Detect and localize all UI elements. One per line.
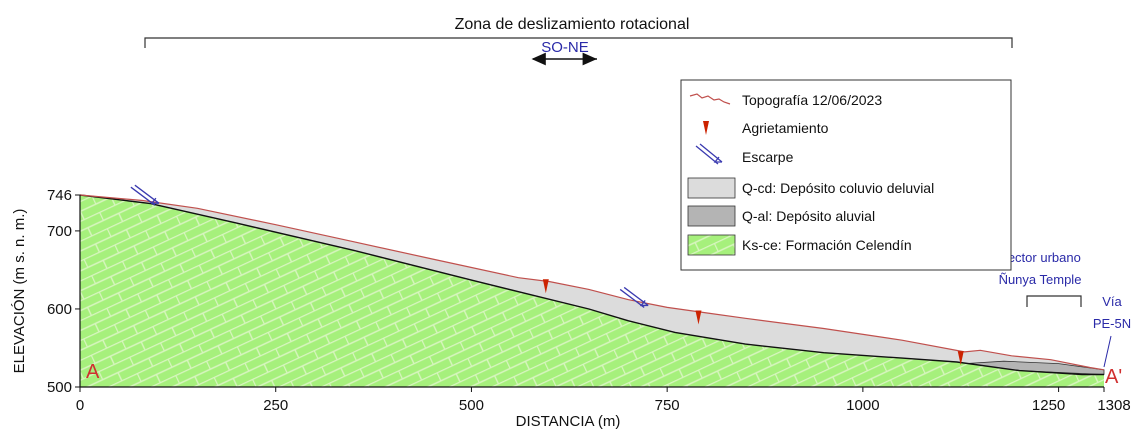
y-tick-label: 700 [47, 223, 72, 240]
scarp-icon-line [699, 143, 723, 163]
legend-celendin-label: Ks-ce: Formación Celendín [742, 237, 912, 253]
topography-line [79, 194, 1105, 371]
x-tick-label: 1250 [1032, 397, 1065, 414]
x-tick-label: 1000 [846, 397, 879, 414]
urban-sector-label-line2: Ñunya Temple [999, 272, 1082, 287]
scarp-marker [130, 184, 160, 206]
scarp-marker [619, 286, 649, 308]
x-tick-label: 250 [263, 397, 288, 414]
road-label-line1: Vía [1102, 294, 1122, 309]
scarp-line [619, 288, 645, 308]
geology-layers [79, 194, 1105, 387]
legend-topography-label: Topografía 12/06/2023 [742, 92, 882, 108]
y-ticks: 500 600 700 746 [47, 187, 80, 396]
legend-colluvial-swatch [687, 177, 736, 199]
scarp-arrowhead [150, 197, 159, 204]
legend: Topografía 12/06/2023 Agrietamiento Esca… [680, 79, 1012, 271]
legend-crack-icon [703, 121, 709, 135]
x-axis-label: DISTANCIA (m) [516, 413, 621, 430]
urban-sector-label-line1: Sector urbano [999, 250, 1081, 265]
legend-crack-label: Agrietamiento [742, 120, 829, 136]
celendin-formation-area [80, 195, 1104, 387]
road-label-line2: PE-5N [1093, 316, 1131, 331]
x-tick-label: 1308 [1097, 397, 1130, 414]
legend-topography-swatch [689, 93, 731, 105]
geologic-contact-line [79, 194, 1104, 376]
legend-celendin-swatch [687, 234, 736, 256]
section-start-label: A [86, 361, 100, 383]
scarp-markers [130, 184, 649, 308]
scarp-arrowhead [639, 300, 649, 307]
y-tick-label: 746 [47, 187, 72, 204]
crack-marker [542, 279, 549, 294]
direction-label: SO-NE [541, 39, 589, 56]
crack-markers [542, 279, 964, 366]
x-tick-label: 0 [76, 397, 84, 414]
axes [79, 195, 1104, 388]
crack-marker [957, 351, 964, 366]
x-tick-label: 750 [655, 397, 680, 414]
urban-sector-bracket [1026, 295, 1082, 307]
road-pointer [1103, 335, 1112, 368]
legend-alluvial-label: Q-al: Depósito aluvial [742, 208, 875, 224]
y-axis-label: ELEVACIÓN (m s. n. m.) [11, 209, 28, 374]
landslide-zone-bracket [144, 37, 1013, 48]
legend-scarp-icon [695, 143, 723, 165]
y-tick-label: 600 [47, 301, 72, 318]
scarp-icon-arrowhead [713, 156, 722, 163]
x-tick-label: 500 [459, 397, 484, 414]
legend-colluvial-label: Q-cd: Depósito coluvio deluvial [742, 180, 934, 196]
legend-scarp-label: Escarpe [742, 149, 794, 165]
y-tick-label: 500 [47, 379, 72, 396]
scarp-icon-line [695, 145, 719, 165]
section-end-label: A' [1105, 366, 1122, 388]
legend-alluvial-swatch [687, 205, 736, 227]
x-ticks: 0 250 500 750 1000 1250 1308 [76, 387, 1131, 414]
figure-title: Zona de deslizamiento rotacional [455, 16, 690, 33]
crack-marker [695, 310, 702, 325]
scarp-line [130, 186, 156, 206]
legend-box [680, 79, 1012, 271]
